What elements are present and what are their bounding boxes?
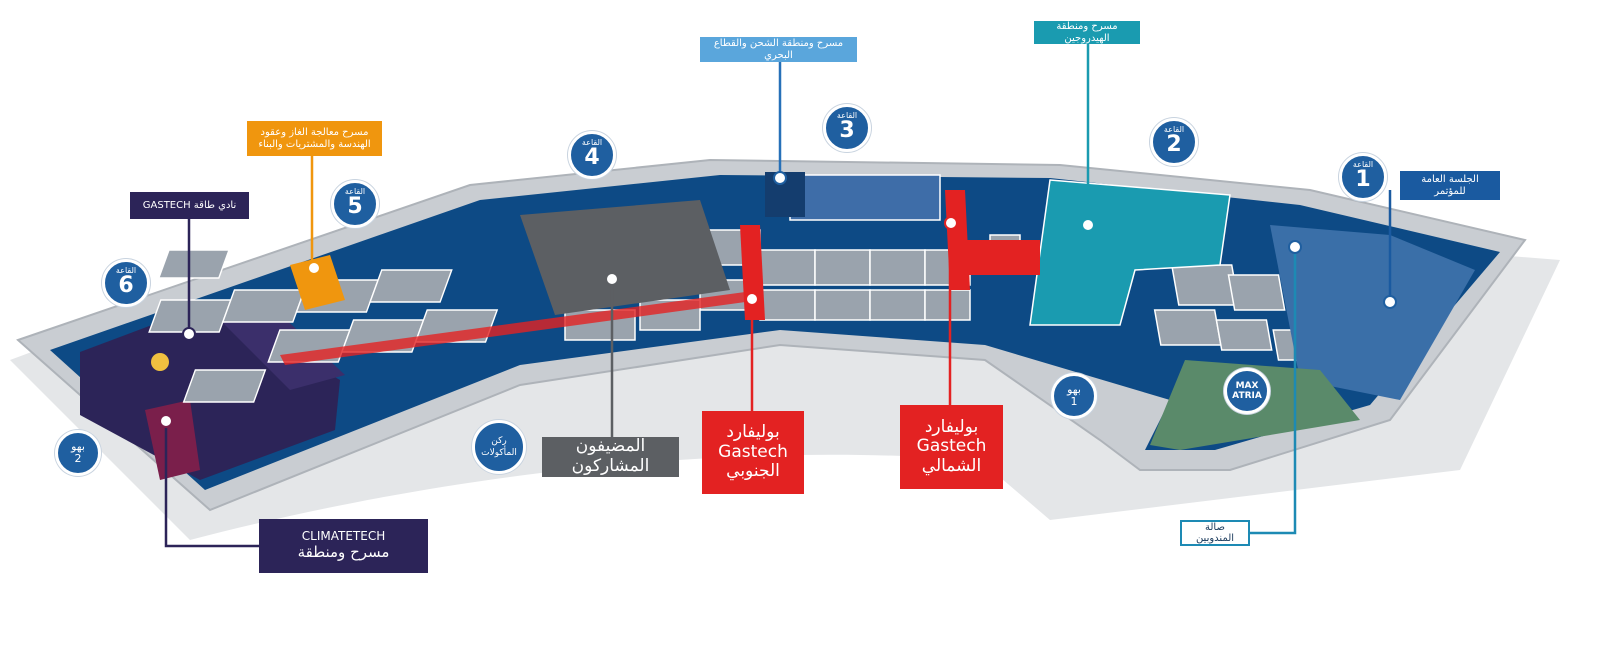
stand-block	[221, 289, 306, 323]
hall-6-badge[interactable]: القاعة 6	[102, 259, 150, 307]
foyer-2-badge[interactable]: بهو 2	[55, 430, 101, 476]
stand-block	[924, 289, 971, 321]
hydrogen-zone	[1029, 179, 1231, 326]
callout-line	[164, 420, 260, 548]
south-boulevard-line1: بوليفارد	[726, 422, 780, 443]
north-boulevard-line2: Gastech	[916, 436, 987, 457]
host-zone	[520, 200, 730, 315]
stand-block	[869, 249, 926, 286]
stand-block	[759, 249, 816, 286]
host-label[interactable]: المضيفون المشاركون	[542, 437, 679, 477]
shipping-label[interactable]: مسرح ومنطقة الشحن والقطاع البحري	[700, 37, 857, 62]
stand-block	[869, 289, 926, 321]
hall-word: القاعة	[581, 138, 603, 147]
stand-block	[1227, 274, 1286, 311]
gas-processing-marker[interactable]	[307, 261, 321, 275]
south-boulevard-line3: الجنوبي	[726, 461, 780, 482]
north-boulevard-label[interactable]: بوليفارد Gastech الشمالي	[900, 405, 1003, 489]
plenary-marker[interactable]	[1383, 295, 1397, 309]
energy-club-marker[interactable]	[182, 327, 196, 341]
plenary-label[interactable]: الجلسة العامة للمؤتمر	[1400, 171, 1500, 200]
south-boulevard	[280, 290, 760, 365]
foyer-word: بهو	[71, 440, 85, 453]
hall-word: القاعة	[115, 266, 137, 275]
stand-block	[1215, 319, 1273, 351]
north-boulevard-marker[interactable]	[944, 216, 958, 230]
stand-block	[369, 269, 453, 303]
stand-block	[759, 289, 816, 321]
food-corner-badge[interactable]: ركن المأكولات	[472, 420, 526, 474]
stand-block	[1153, 309, 1222, 346]
north-boulevard-cross	[960, 240, 1040, 275]
stand-block	[1170, 264, 1240, 306]
south-boulevard-marker[interactable]	[745, 292, 759, 306]
hydrogen-label[interactable]: مسرح ومنطقة الهيدروجين	[1034, 21, 1140, 44]
hall-1-badge[interactable]: القاعة 1	[1339, 153, 1387, 201]
hydrogen-marker[interactable]	[1081, 218, 1095, 232]
stand-block	[182, 369, 267, 403]
north-boulevard-line1: بوليفارد	[924, 416, 979, 437]
hall-word: القاعة	[836, 111, 858, 120]
foyer-number: 1	[1070, 395, 1078, 408]
hall-number: 2	[1166, 132, 1182, 157]
hall-5-badge[interactable]: القاعة 5	[331, 180, 379, 228]
max-atria-badge[interactable]: MAX ATRIA	[1224, 368, 1270, 414]
gas-processing-label[interactable]: مسرح معالجة الغاز وعقود الهندسة والمشتري…	[247, 121, 382, 156]
climatetech-label[interactable]: CLIMATETECH مسرح ومنطقة	[259, 519, 428, 573]
shipping-zone	[789, 174, 941, 221]
stand-block	[157, 249, 231, 279]
hall-word: القاعة	[1163, 125, 1185, 134]
delegates-marker[interactable]	[1288, 240, 1302, 254]
climatetech-marker[interactable]	[159, 414, 173, 428]
shipping-marker[interactable]	[773, 171, 787, 185]
north-boulevard-line3: الشمالي	[921, 455, 982, 476]
gastech-logo-icon	[151, 353, 169, 371]
hall-number: 4	[584, 145, 600, 170]
climatetech-label-line1: CLIMATETECH	[301, 529, 386, 544]
foyer-1-badge[interactable]: بهو 1	[1051, 373, 1097, 419]
stand-block	[814, 249, 871, 286]
hall-word: القاعة	[1352, 160, 1374, 169]
callout-lines	[164, 42, 1392, 548]
hall-2-badge[interactable]: القاعة 2	[1150, 118, 1198, 166]
hall-word: القاعة	[344, 187, 366, 196]
host-marker[interactable]	[605, 272, 619, 286]
gas-processing-stage	[290, 255, 345, 310]
hall-number: 3	[839, 118, 855, 143]
foyer-number: 2	[74, 452, 82, 465]
plenary-zone	[1270, 225, 1475, 400]
hall-number: 1	[1355, 167, 1371, 192]
south-boulevard-line2: Gastech	[718, 441, 788, 462]
climatetech-zone	[145, 400, 200, 480]
south-boulevard-label[interactable]: بوليفارد Gastech الجنوبي	[702, 411, 804, 494]
stand-block	[814, 289, 871, 321]
energy-club-label[interactable]: نادي طاقة GASTECH	[130, 192, 249, 219]
hall-3-badge[interactable]: القاعة 3	[823, 104, 871, 152]
climatetech-label-line2: مسرح ومنطقة	[297, 543, 390, 562]
delegates-label[interactable]: صالة المندوبين	[1180, 520, 1250, 546]
hall-number: 6	[118, 273, 134, 298]
hall-number: 5	[347, 194, 363, 219]
max-atria-label: MAX ATRIA	[1232, 381, 1262, 401]
hall-4-badge[interactable]: القاعة 4	[568, 131, 616, 179]
food-corner-label: ركن المأكولات	[481, 436, 517, 458]
callout-line	[1250, 246, 1297, 535]
foyer-word: بهو	[1067, 383, 1081, 396]
